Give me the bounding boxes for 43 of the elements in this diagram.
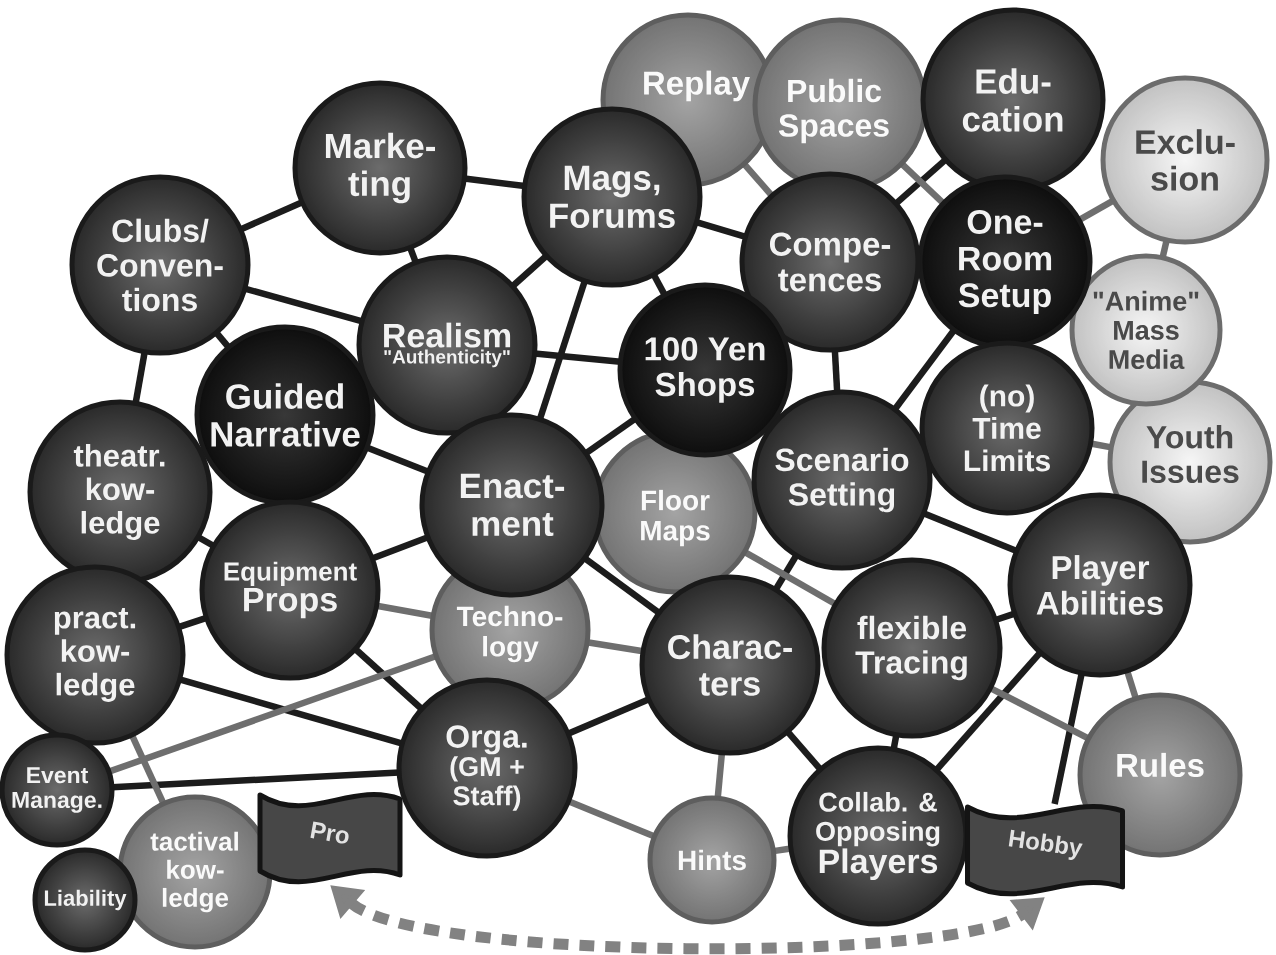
connector-line [365,444,430,475]
connector-line [988,685,1091,742]
connector-line [892,328,957,412]
connector-line [111,769,400,791]
connector-line [132,351,148,404]
connector-line [742,549,838,607]
connector-line [536,279,588,421]
connector-line [1051,672,1085,805]
connector-line [741,161,775,198]
connector-line [695,219,747,240]
connector-line [933,650,1043,773]
connector-line [831,349,841,393]
connector-line [650,272,668,297]
connector-line [714,752,726,799]
connector-line [376,602,434,620]
connector-line [922,510,1018,555]
connector-line [899,161,946,206]
banner-flag: Pro [257,792,403,885]
connector-line [463,175,526,190]
connector-line [534,350,621,366]
connector-line [567,798,656,840]
connector-line [239,199,304,233]
connector-line [785,729,823,772]
connector-line [371,534,430,562]
connector-line [1090,440,1112,451]
connector-line [893,157,948,207]
connector-line [353,646,424,712]
connector-line [1124,669,1140,700]
connector-line [772,553,800,592]
connector-line [1077,197,1116,223]
connector-line [586,639,644,655]
connector-line [583,416,638,457]
connector-line [128,733,167,806]
connector-line [213,330,232,350]
connector-line [566,696,651,737]
connector-line [178,676,404,747]
connector-line [582,555,661,616]
connector-line [177,614,208,631]
connector-line [196,534,216,549]
connector-line [510,253,549,289]
connector-line [1159,239,1170,259]
connector-line [994,610,1016,624]
banner-flag: Hobby [965,804,1125,897]
